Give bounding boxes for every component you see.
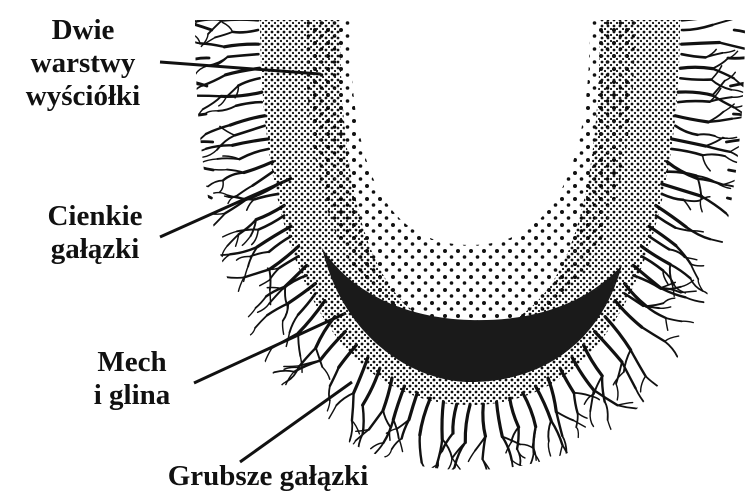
label-two-lining-layers: Dwie warstwy wyściółki: [8, 14, 158, 113]
label-thin-twigs: Cienkie gałązki: [30, 200, 160, 266]
label-line: i glina: [72, 379, 192, 412]
label-line: Dwie: [8, 14, 158, 47]
label-line: wyściółki: [8, 80, 158, 113]
label-line: Grubsze gałązki: [118, 460, 418, 493]
leader-line-thick-twigs: [240, 382, 352, 462]
leader-line-moss-clay: [194, 313, 346, 383]
leader-line-thin-twigs: [160, 178, 292, 237]
label-thick-twigs: Grubsze gałązki: [118, 460, 418, 493]
label-moss-and-clay: Mech i glina: [72, 346, 192, 412]
label-line: Cienkie: [30, 200, 160, 233]
label-line: warstwy: [8, 47, 158, 80]
label-line: gałązki: [30, 233, 160, 266]
label-line: Mech: [72, 346, 192, 379]
